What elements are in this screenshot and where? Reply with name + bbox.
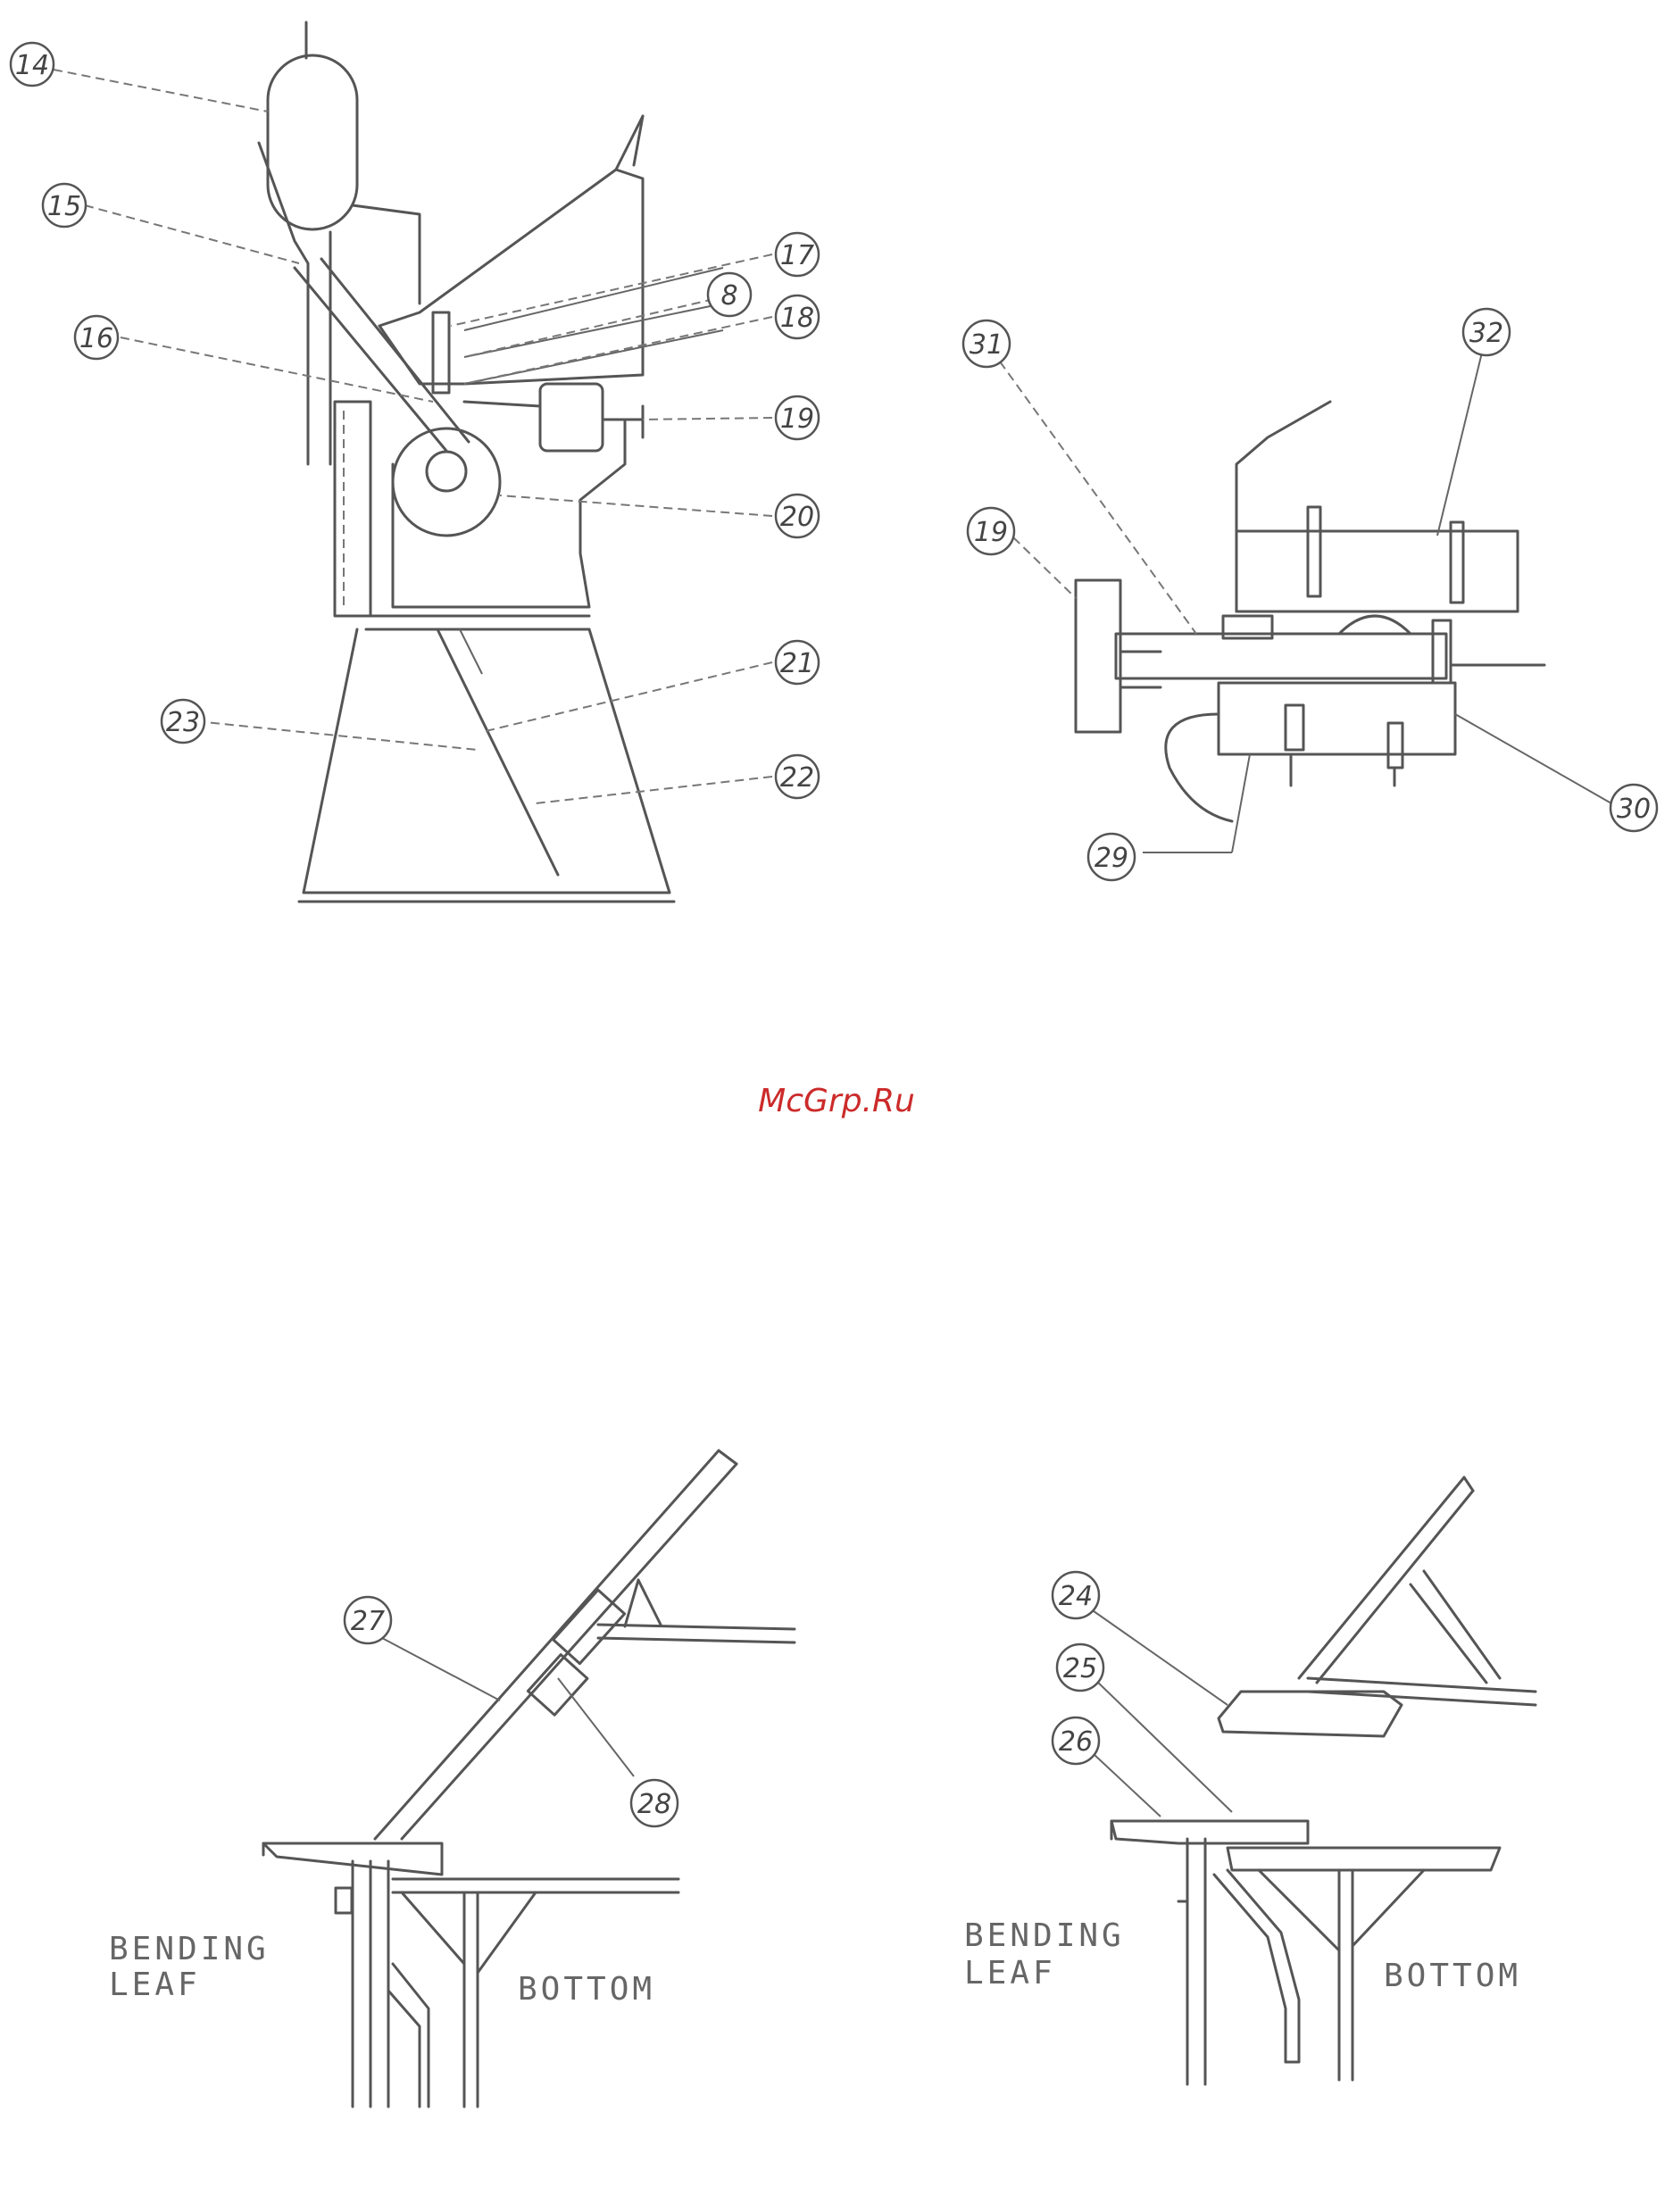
callout-16: 16 <box>75 316 118 359</box>
figure2-callouts: 31 32 19 30 29 <box>963 309 1657 880</box>
callout-22-label: 22 <box>780 762 814 794</box>
callout-16-label: 16 <box>79 323 113 354</box>
callout-15: 15 <box>43 184 86 227</box>
callout-17: 17 <box>776 233 819 276</box>
callout-26: 26 <box>1053 1717 1099 1764</box>
callout-31: 31 <box>963 320 1010 367</box>
callout-27: 27 <box>345 1597 391 1643</box>
callout-18-label: 18 <box>780 303 814 334</box>
figure3-bending-label-line2: LEAF <box>109 1967 201 2003</box>
figure4-bending-label-line2: LEAF <box>964 1955 1056 1992</box>
callout-21: 21 <box>776 641 819 684</box>
figure3-bottom-label: BOTTOM <box>518 1971 655 2008</box>
figure4-labels: 24 25 26 BENDING LEAF BOTTOM <box>964 1572 1521 1994</box>
figure3-bending-label-line1: BENDING <box>109 1931 270 1967</box>
figure-machine-side-view <box>259 22 723 902</box>
figure4-bottom-label: BOTTOM <box>1384 1958 1521 1994</box>
callout-20: 20 <box>776 495 819 537</box>
callout-23-label: 23 <box>166 707 200 738</box>
callout-8: 8 <box>708 273 751 316</box>
callout-24: 24 <box>1053 1572 1099 1618</box>
callout-25-label: 25 <box>1063 1653 1097 1684</box>
callout-19-section: 19 <box>968 508 1014 554</box>
figure3-labels: 27 28 BENDING LEAF BOTTOM <box>109 1597 678 2008</box>
callout-19-label: 19 <box>780 403 814 435</box>
callout-15-label: 15 <box>47 191 81 222</box>
callout-28-label: 28 <box>637 1789 671 1820</box>
callout-8-label: 8 <box>720 280 737 312</box>
callout-20-label: 20 <box>780 502 814 533</box>
callout-26-label: 26 <box>1059 1726 1093 1758</box>
figure4-bending-label-line1: BENDING <box>964 1917 1125 1954</box>
callout-31-label: 31 <box>970 329 1003 361</box>
callout-14: 14 <box>11 43 54 86</box>
callout-27-label: 27 <box>351 1606 385 1637</box>
callout-29: 29 <box>1088 834 1135 880</box>
figure-clamp-section <box>1076 402 1544 821</box>
callout-17-label: 17 <box>780 240 814 271</box>
callout-28: 28 <box>631 1780 678 1826</box>
callout-25: 25 <box>1057 1644 1103 1691</box>
callout-19-section-label: 19 <box>974 517 1008 548</box>
callout-21-label: 21 <box>780 648 814 679</box>
callout-30: 30 <box>1611 785 1657 831</box>
callout-18: 18 <box>776 295 819 338</box>
callout-30-label: 30 <box>1617 794 1651 825</box>
figure-bending-leaf-left <box>263 1451 795 2107</box>
callout-19: 19 <box>776 396 819 439</box>
callout-14-label: 14 <box>15 50 49 81</box>
callout-29-label: 29 <box>1095 843 1128 874</box>
watermark: McGrp.Ru <box>758 1083 915 1119</box>
callout-32-label: 32 <box>1469 318 1503 349</box>
callout-23: 23 <box>162 700 204 743</box>
callout-32: 32 <box>1463 309 1510 355</box>
figure1-callouts: 14 15 16 17 8 18 19 20 21 22 23 <box>11 43 819 803</box>
callout-24-label: 24 <box>1059 1581 1093 1612</box>
callout-22: 22 <box>776 755 819 798</box>
